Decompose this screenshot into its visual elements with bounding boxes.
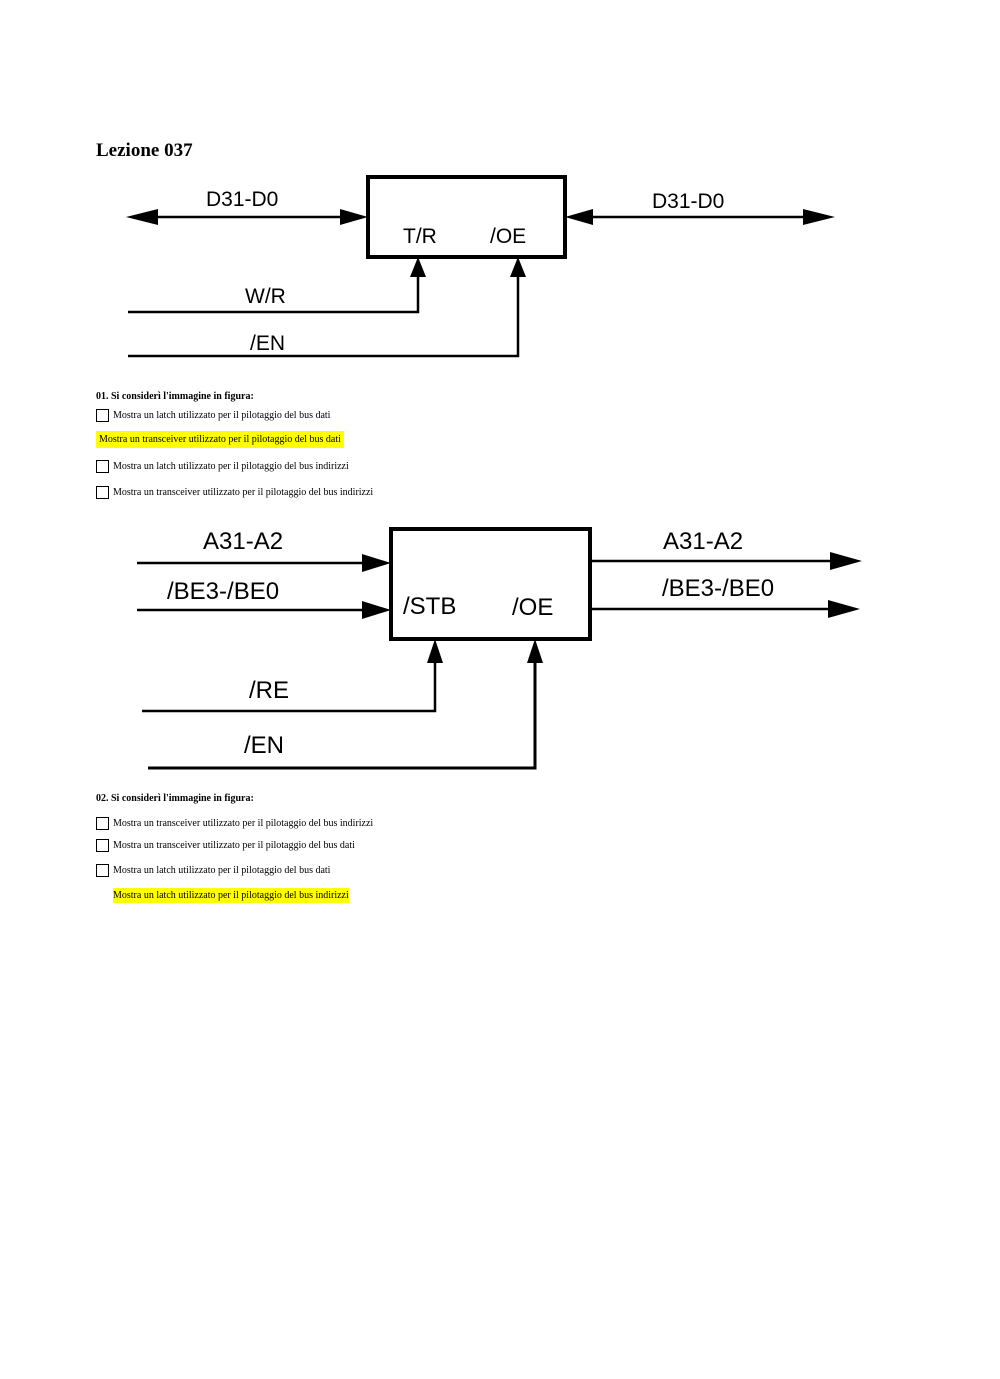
stb-arrow <box>427 639 443 663</box>
stb-pin-label: /STB <box>403 593 456 620</box>
option-text: Mostra un transceiver utilizzato per il … <box>113 487 374 498</box>
figure-latch: A31-A2 /BE3-/BE0 A31-A2 /BE3-/BE0 /STB /… <box>0 515 1000 785</box>
checkbox[interactable] <box>96 817 109 830</box>
left-bus-arrow-right <box>340 209 368 225</box>
checkbox[interactable] <box>96 409 109 422</box>
out-addr-label: A31-A2 <box>663 528 743 555</box>
re-line <box>142 660 437 713</box>
q1-option-4[interactable]: Mostra un transceiver utilizzato per il … <box>96 486 373 499</box>
q2-option-4[interactable]: Mostra un latch utilizzato per il pilota… <box>113 888 349 903</box>
option-text: Mostra un transceiver utilizzato per il … <box>113 840 355 851</box>
in-addr-label: A31-A2 <box>203 528 283 555</box>
option-text-highlighted: Mostra un latch utilizzato per il pilota… <box>113 888 349 903</box>
checkbox[interactable] <box>96 460 109 473</box>
option-text: Mostra un latch utilizzato per il pilota… <box>113 865 331 876</box>
checkbox[interactable] <box>96 839 109 852</box>
q1-option-3[interactable]: Mostra un latch utilizzato per il pilota… <box>96 460 349 473</box>
out-be-arrow <box>828 600 860 618</box>
option-text: Mostra un latch utilizzato per il pilota… <box>113 461 349 472</box>
left-bus-label: D31-D0 <box>206 188 278 211</box>
latch-block <box>389 527 592 641</box>
oe-arrow <box>510 257 526 277</box>
en-signal-label: /EN <box>244 732 284 759</box>
tr-arrow <box>410 257 426 277</box>
q2-option-3[interactable]: Mostra un latch utilizzato per il pilota… <box>96 864 330 877</box>
q1-option-2[interactable]: Mostra un transceiver utilizzato per il … <box>96 431 344 448</box>
question-1-title: 01. Si considerì l'immagine in figura: <box>96 391 254 402</box>
q2-option-2[interactable]: Mostra un transceiver utilizzato per il … <box>96 839 355 852</box>
wr-signal-label: W/R <box>245 285 286 308</box>
tr-pin-label: T/R <box>403 225 437 248</box>
oe-pin-label: /OE <box>512 594 553 621</box>
left-bus-arrow-left <box>126 209 158 225</box>
right-bus-arrow-right <box>803 209 835 225</box>
figure-transceiver: D31-D0 D31-D0 T/R /OE W/R /EN <box>0 165 1000 375</box>
right-bus-arrow-left <box>565 209 593 225</box>
out-addr-arrow <box>830 552 862 570</box>
en-signal-label: /EN <box>250 332 285 355</box>
lesson-title: Lezione 037 <box>96 140 193 161</box>
in-addr-arrow <box>362 554 391 572</box>
oe-pin-label: /OE <box>490 225 526 248</box>
transceiver-block <box>366 175 567 259</box>
option-text: Mostra un transceiver utilizzato per il … <box>113 818 374 829</box>
out-be-label: /BE3-/BE0 <box>662 575 774 602</box>
en-line <box>128 273 520 358</box>
right-bus-label: D31-D0 <box>652 190 724 213</box>
checkbox[interactable] <box>96 864 109 877</box>
re-signal-label: /RE <box>249 677 289 704</box>
in-be-label: /BE3-/BE0 <box>167 578 279 605</box>
in-be-arrow <box>362 601 391 619</box>
en-line <box>148 660 537 770</box>
q1-option-1[interactable]: Mostra un latch utilizzato per il pilota… <box>96 409 330 422</box>
option-text: Mostra un latch utilizzato per il pilota… <box>113 410 331 421</box>
question-2-title: 02. Si considerì l'immagine in figura: <box>96 793 254 804</box>
q2-option-1[interactable]: Mostra un transceiver utilizzato per il … <box>96 817 373 830</box>
oe-arrow <box>527 639 543 663</box>
checkbox[interactable] <box>96 486 109 499</box>
option-text-highlighted: Mostra un transceiver utilizzato per il … <box>96 431 344 448</box>
wr-line <box>128 273 420 314</box>
